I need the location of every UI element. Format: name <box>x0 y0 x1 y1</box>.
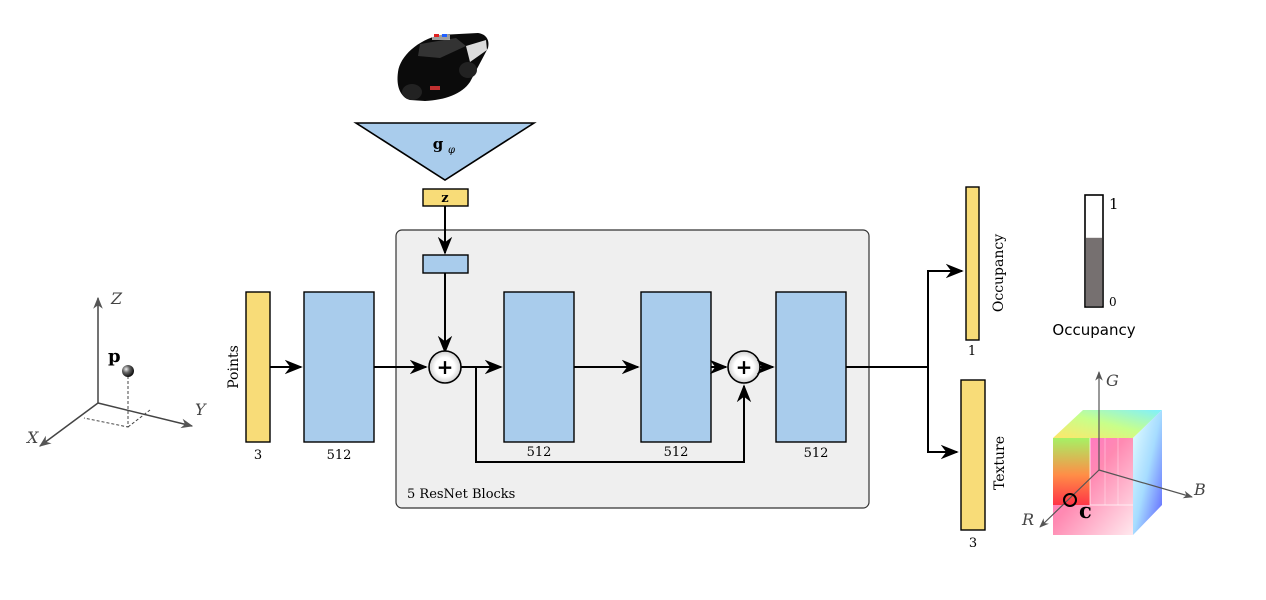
coordinate-axes <box>39 296 194 447</box>
cube-g-label: G <box>1106 371 1119 390</box>
add-node-2-symbol: + <box>736 355 753 379</box>
input-points-box <box>245 291 271 443</box>
car-image <box>397 33 489 101</box>
color-point-marker <box>1063 493 1077 507</box>
occupancy-output-label: Occupancy <box>991 234 1007 312</box>
encoder-triangle <box>353 122 537 181</box>
arrow-to-occupancy <box>927 263 964 367</box>
z-axis-label: Z <box>110 289 123 308</box>
cube-top-face <box>1053 410 1162 438</box>
occupancy-gauge-min: 0 <box>1109 295 1117 309</box>
projection-dashes <box>83 376 129 428</box>
encoder-label: g <box>433 135 444 153</box>
resnet-layer-2-dim: 512 <box>664 445 689 460</box>
occupancy-output-box <box>965 186 980 341</box>
texture-output-dim: 3 <box>969 536 977 551</box>
latent-code-label: z <box>441 191 448 206</box>
skip-connection <box>475 367 752 463</box>
texture-output-box <box>960 379 986 531</box>
cube-b-axis <box>1098 469 1193 499</box>
fc-layer-output <box>775 291 847 443</box>
color-cube <box>1053 410 1162 535</box>
encoder-label-subscript: φ <box>448 145 455 156</box>
cube-right-face <box>1133 410 1162 535</box>
input-dim-label: 3 <box>254 448 262 463</box>
latent-projection-box <box>422 254 469 274</box>
y-axis-label: Y <box>195 400 207 419</box>
resnet-layer-1 <box>503 291 575 443</box>
cube-r-axis <box>1039 469 1100 528</box>
x-axis-label: X <box>25 428 39 447</box>
arrow-to-texture <box>927 367 959 460</box>
fc-layer-output-dim: 512 <box>804 446 829 461</box>
fc-layer-input-dim: 512 <box>327 448 352 463</box>
x-axis <box>39 402 99 447</box>
point-label: p <box>108 346 121 367</box>
color-point-label: c <box>1079 498 1092 523</box>
y-axis <box>97 402 194 429</box>
cube-cutaway-edge <box>1089 438 1133 506</box>
input-points-label: Points <box>226 345 242 389</box>
occupancy-gauge-max: 1 <box>1109 195 1119 213</box>
cube-b-label: B <box>1193 480 1206 499</box>
point-marker <box>122 365 134 377</box>
resnet-layer-2 <box>640 291 712 443</box>
cube-r-label: R <box>1021 510 1034 529</box>
occupancy-gauge-caption: Occupancy <box>1052 321 1135 339</box>
resnet-layer-1-dim: 512 <box>527 445 552 460</box>
occupancy-output-dim: 1 <box>968 344 976 359</box>
add-node-1-symbol: + <box>437 355 454 379</box>
texture-output-label: Texture <box>992 436 1008 490</box>
occupancy-gauge-fill <box>1086 237 1102 306</box>
resnet-panel-label: 5 ResNet Blocks <box>407 487 515 502</box>
fc-layer-input <box>303 291 375 443</box>
